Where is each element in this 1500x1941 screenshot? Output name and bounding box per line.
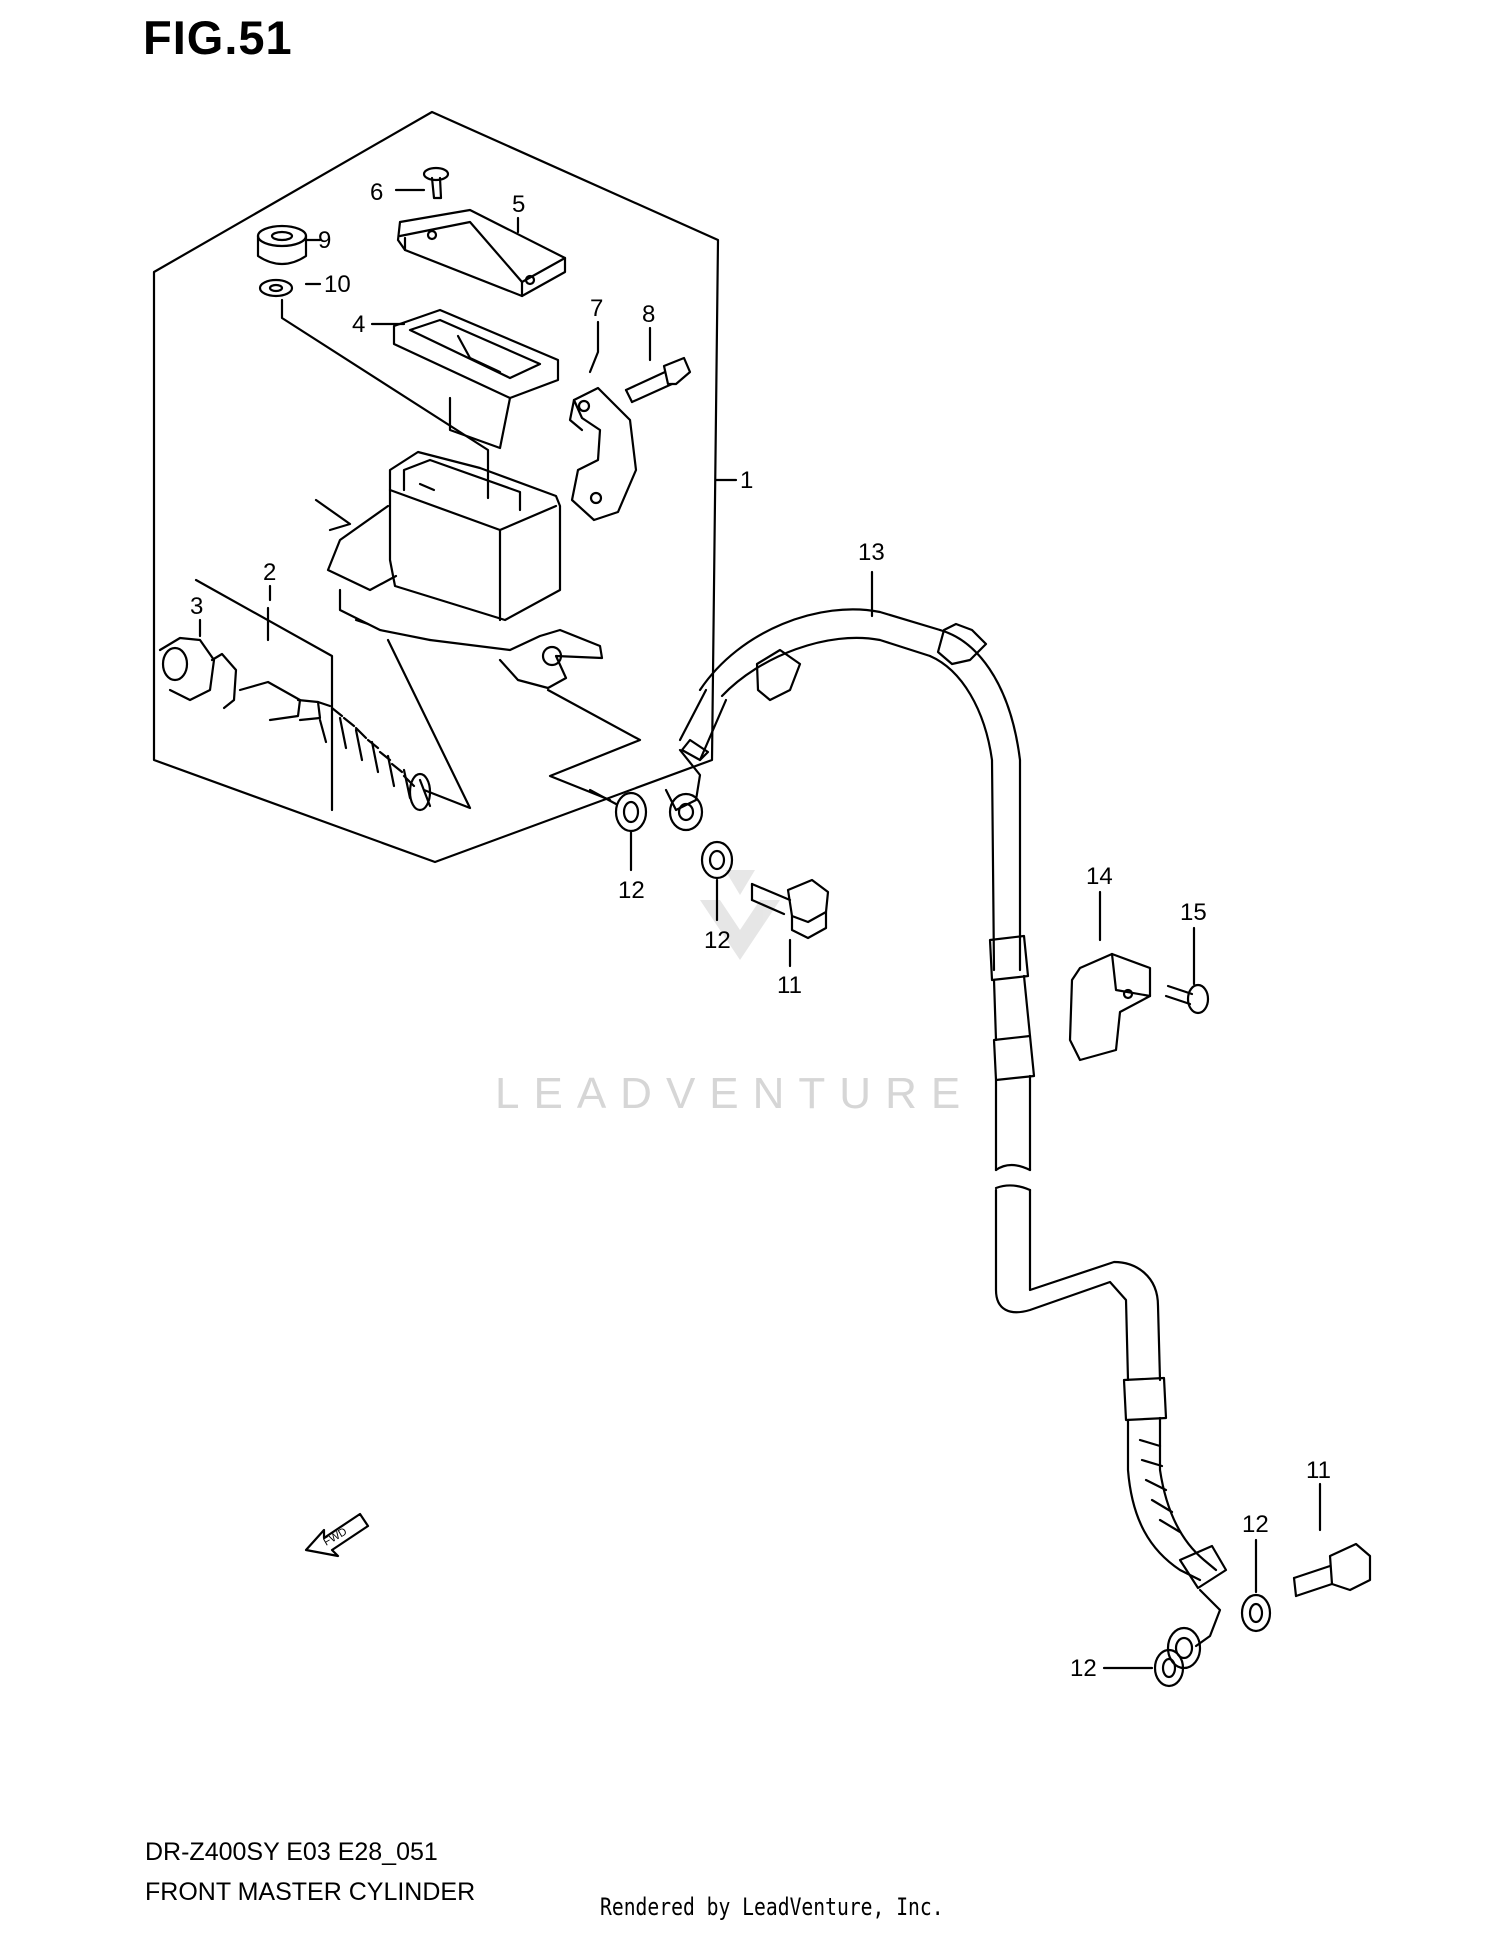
callout-13: 13 — [858, 539, 885, 566]
callout-11: 11 — [777, 972, 802, 999]
diagram-name: FRONT MASTER CYLINDER — [145, 1878, 476, 1906]
leader-line — [588, 788, 618, 806]
leader-line — [194, 578, 334, 812]
callout-1: 1 — [740, 467, 753, 494]
leader-line — [386, 638, 472, 810]
leader-line — [314, 498, 352, 532]
callout-12: 12 — [1070, 1655, 1097, 1682]
washer-part — [700, 840, 734, 880]
rendered-by: Rendered by LeadVenture, Inc. — [600, 1893, 944, 1921]
assembly-outline — [152, 110, 720, 864]
callout-5: 5 — [512, 191, 525, 218]
bushing-part — [256, 224, 308, 266]
callout-4: 4 — [352, 311, 365, 338]
callout-11: 11 — [1306, 1457, 1331, 1484]
callout-12: 12 — [1242, 1511, 1269, 1538]
callout-12: 12 — [618, 877, 645, 904]
callout-10: 10 — [324, 271, 351, 298]
leader-line — [546, 688, 642, 802]
callout-8: 8 — [642, 301, 655, 328]
watermark-logo — [700, 870, 780, 960]
washer-part — [614, 791, 648, 833]
brake-hose-part — [664, 608, 1228, 1670]
callout-2: 2 — [263, 559, 276, 586]
union-bolt-part — [750, 878, 830, 940]
reservoir-cap-part — [396, 208, 567, 298]
model-code: DR-Z400SY E03 E28_051 — [145, 1838, 438, 1866]
washer-part — [1153, 1648, 1185, 1688]
forward-direction-arrow-icon — [304, 1512, 370, 1558]
hose-clamp-part — [1068, 952, 1152, 1062]
diaphragm-part — [392, 308, 560, 450]
screw-part — [422, 166, 450, 200]
holder-clamp-part — [568, 386, 638, 522]
clamp-bolt-part — [624, 356, 692, 404]
washer-part — [1240, 1593, 1272, 1633]
callout-6: 6 — [370, 179, 383, 206]
master-cylinder-body-part — [326, 450, 604, 690]
clamp-screw-part — [1164, 983, 1210, 1015]
callout-3: 3 — [190, 593, 203, 620]
callout-9: 9 — [318, 227, 331, 254]
figure-title: FIG.51 — [143, 11, 293, 64]
leader-line — [280, 298, 490, 500]
callout-leader — [588, 320, 600, 374]
washer-small-part — [258, 278, 294, 298]
piston-kit-part — [158, 636, 432, 812]
callout-12: 12 — [704, 927, 731, 954]
callout-15: 15 — [1180, 899, 1207, 926]
watermark-text: LEADVENTURE — [495, 1069, 974, 1118]
union-bolt-part — [1292, 1542, 1372, 1598]
callout-14: 14 — [1086, 863, 1113, 890]
callout-7: 7 — [590, 295, 603, 322]
